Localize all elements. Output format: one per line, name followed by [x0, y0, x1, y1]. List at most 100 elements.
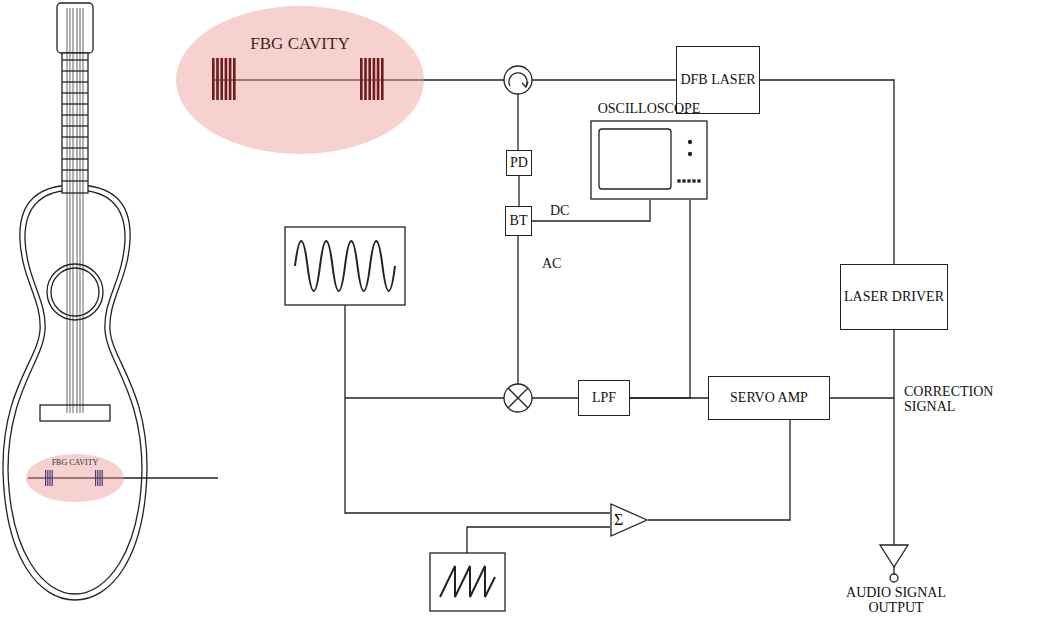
fret [62, 136, 88, 137]
node-outline [175, 5, 425, 155]
cavity-highlight [26, 454, 124, 502]
grating-bar [233, 58, 236, 100]
grating-bar [216, 58, 219, 100]
guitar-string [80, 8, 81, 413]
box-label: SERVO AMP [730, 390, 808, 407]
box-label: PD [510, 155, 528, 172]
frets [62, 60, 88, 181]
grating-bar [52, 470, 53, 486]
circulator-arrowhead [522, 82, 528, 87]
grating-bar [45, 470, 46, 486]
mixer-cross [508, 388, 528, 408]
filter-box: LPF [578, 380, 630, 416]
node-label: FBG CAVITY [25, 459, 125, 468]
fiber [517, 94, 518, 150]
guitar-binding [8, 190, 142, 594]
wire [532, 397, 578, 398]
fbg-cavity-inset: FBG CAVITY [25, 453, 125, 503]
signal-wire [518, 176, 519, 206]
guitar-string [70, 8, 71, 413]
summing-amplifier: Σ [610, 503, 648, 537]
wire [467, 527, 610, 553]
fret [62, 169, 88, 170]
fret [62, 103, 88, 104]
grating-bar [364, 58, 367, 100]
grating-bar [47, 470, 48, 486]
grating-bar [377, 58, 380, 100]
grating-bar [373, 58, 376, 100]
fret [62, 180, 88, 181]
guitar-body [3, 185, 147, 600]
sawtooth-wave [440, 566, 495, 597]
wire [893, 398, 894, 545]
fret [62, 81, 88, 82]
wire [345, 305, 610, 513]
output-terminal [890, 574, 898, 582]
scope-button [678, 180, 680, 182]
grating-bar [368, 58, 371, 100]
signal-wire [532, 200, 650, 221]
driver-box: LASER DRIVER [840, 264, 948, 330]
signal-wire [760, 80, 894, 264]
circulator [504, 66, 532, 94]
guitar-string [67, 8, 68, 413]
grating-bar [102, 470, 103, 486]
fret [62, 147, 88, 148]
guitar-string [77, 8, 78, 413]
scope-button [688, 180, 690, 182]
summer-triangle [611, 504, 647, 536]
bragg-grating [212, 58, 384, 100]
node-label: Σ [614, 503, 648, 537]
fiber [532, 79, 685, 80]
scope-knob [689, 141, 692, 144]
photodiode-box: PD [506, 150, 532, 176]
box-label: BT [510, 213, 528, 230]
box-label: LASER DRIVER [844, 289, 944, 306]
scope-knob [689, 153, 692, 156]
bias-tee-box: BT [505, 206, 532, 236]
grating-bar [49, 470, 50, 486]
servo-box: SERVO AMP [708, 376, 830, 420]
guitar-headstock [57, 3, 93, 53]
strings [67, 8, 83, 413]
fret [62, 59, 88, 60]
cavity-highlight [176, 6, 424, 154]
fret [62, 92, 88, 93]
scope-case [591, 121, 707, 199]
scope-button [693, 180, 695, 182]
guitar-string [83, 8, 84, 413]
wire [345, 397, 504, 398]
grating-bar [95, 470, 96, 486]
grating-bar [225, 58, 228, 100]
fret [62, 70, 88, 71]
oscilloscope: OSCILLOSCOPE [590, 100, 708, 200]
scope-button [698, 180, 700, 182]
fret [62, 125, 88, 126]
output-label: AUDIO SIGNAL OUTPUT [834, 585, 958, 615]
scope-button [683, 180, 685, 182]
node-label: OSCILLOSCOPE [590, 100, 708, 117]
signal-wire [648, 420, 790, 520]
grating-bar [360, 58, 363, 100]
signal-name: AC [540, 256, 563, 271]
box-label: DFB LASER [680, 72, 755, 89]
grating-bar [220, 58, 223, 100]
amplifier-symbol [880, 545, 908, 567]
guitar-neck [62, 53, 88, 193]
fbg-cavity: FBG CAVITY [175, 5, 425, 155]
guitar-bridge [40, 405, 110, 421]
node-label: FBG CAVITY [175, 35, 425, 54]
soundhole [51, 268, 99, 316]
mixer [504, 384, 532, 412]
ramp-generator [430, 553, 505, 611]
grating-bar [212, 58, 215, 100]
grating-bar [99, 470, 100, 486]
signal-wire [830, 330, 894, 398]
mixer-cross [508, 388, 528, 408]
fret [62, 158, 88, 159]
signal-name: CORRECTION SIGNAL [902, 384, 1021, 414]
sine-generator [285, 227, 405, 305]
guitar-string [73, 8, 74, 413]
bragg-grating [45, 470, 103, 486]
signal-name: DC [548, 203, 571, 218]
